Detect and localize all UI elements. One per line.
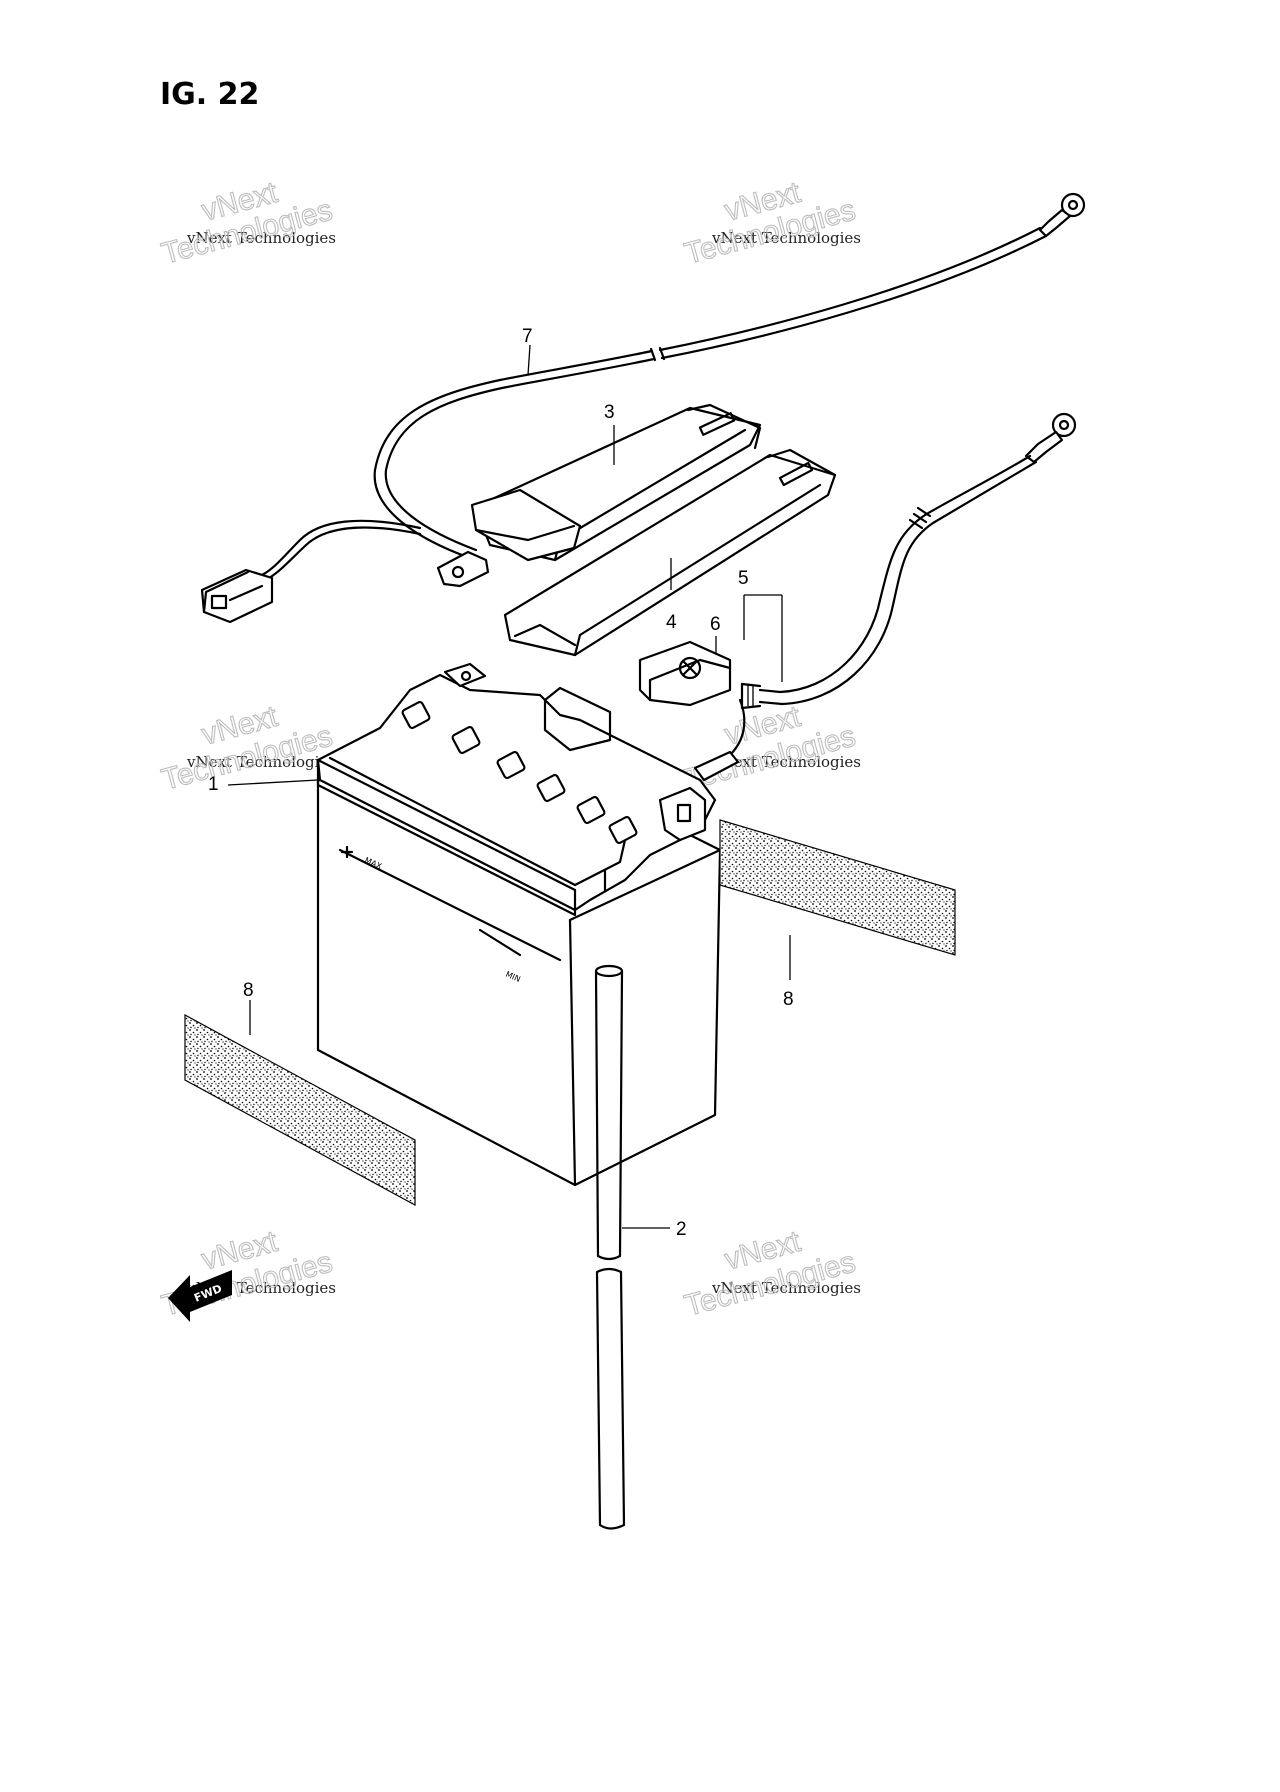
leader-lines bbox=[227, 344, 791, 1229]
watermark-top-left: vNext vNext Technologies Technologies bbox=[158, 175, 337, 271]
callout-8-right: 8 bbox=[783, 989, 794, 1010]
watermark-top-right: vNext vNext Technologies Technologies bbox=[681, 175, 861, 271]
watermark-small-text: vNext Technologies bbox=[186, 229, 336, 247]
callout-3-label: 3 bbox=[604, 402, 615, 423]
fwd-arrow-icon: FWD bbox=[168, 1270, 232, 1322]
cable-7 bbox=[200, 192, 1086, 624]
watermark-small-text: vNext Technologies bbox=[711, 753, 861, 771]
callout-5: 5 bbox=[738, 568, 749, 589]
callout-4: 4 bbox=[666, 612, 677, 633]
strap-4 bbox=[503, 448, 837, 657]
battery-1: MAX MIN bbox=[316, 662, 722, 1187]
callout-6: 6 bbox=[710, 614, 721, 635]
callout-8-left: 8 bbox=[243, 980, 254, 1001]
watermark-mid-right: vNext vNext Technologies Technologies bbox=[681, 699, 861, 797]
strap-3 bbox=[470, 403, 762, 562]
callout-2: 2 bbox=[676, 1219, 687, 1240]
figure-title: IG. 22 bbox=[160, 77, 259, 112]
leader-line bbox=[227, 779, 319, 786]
leader-line bbox=[527, 344, 531, 376]
cable-5 bbox=[638, 412, 1077, 782]
callout-7: 7 bbox=[522, 326, 533, 347]
pad-8-left bbox=[184, 1013, 416, 1207]
callout-1: 1 bbox=[208, 774, 219, 795]
watermark-mid-left: vNext vNext Technologies Technologies bbox=[158, 699, 337, 797]
pad-8-right bbox=[719, 819, 956, 956]
watermark-small-text: vNext Technologies bbox=[711, 1279, 861, 1297]
watermark-small-text: vNext Technologies bbox=[186, 753, 336, 771]
tube-2 bbox=[594, 964, 626, 1530]
watermark-bottom-right: vNext vNext Technologies Technologies bbox=[681, 1224, 861, 1323]
watermark-small-text: vNext Technologies bbox=[711, 229, 861, 247]
